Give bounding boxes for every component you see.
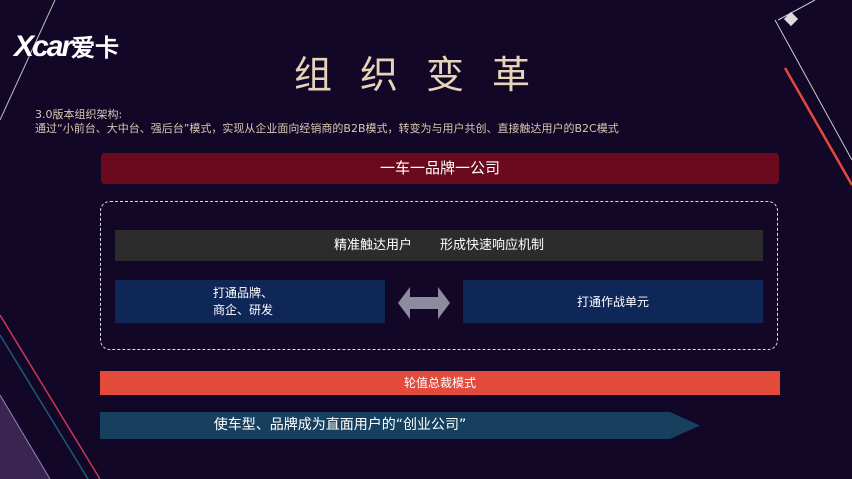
top-bar: 一车一品牌一公司 [101, 153, 779, 184]
subtitle-line1: 3.0版本组织架构: [35, 108, 123, 121]
dashed-container [100, 201, 778, 350]
right-box: 打通作战单元 [463, 280, 763, 323]
gray-bar-left: 精准触达用户 [333, 238, 412, 253]
xcar-logo: Xcar爱卡 [14, 30, 120, 63]
double-arrow-icon [398, 287, 450, 319]
red-bar: 轮值总裁模式 [100, 371, 780, 395]
left-box-line1: 打通品牌、 [213, 285, 274, 300]
subtitle: 3.0版本组织架构: 通过“小前台、大中台、强后台”模式，实现从企业面向经销商的… [35, 108, 619, 136]
gray-bar: 精准触达用户 形成快速响应机制 [115, 230, 763, 261]
left-box-line2: 商企、研发 [213, 302, 274, 317]
arrow-banner: 使车型、品牌成为直面用户的“创业公司” [100, 412, 700, 439]
subtitle-line2: 通过“小前台、大中台、强后台”模式，实现从企业面向经销商的B2B模式，转变为与用… [35, 122, 619, 135]
page-title: 组织变革 [293, 53, 558, 97]
gray-bar-right: 形成快速响应机制 [440, 238, 545, 253]
left-box: 打通品牌、商企、研发 [115, 280, 385, 323]
